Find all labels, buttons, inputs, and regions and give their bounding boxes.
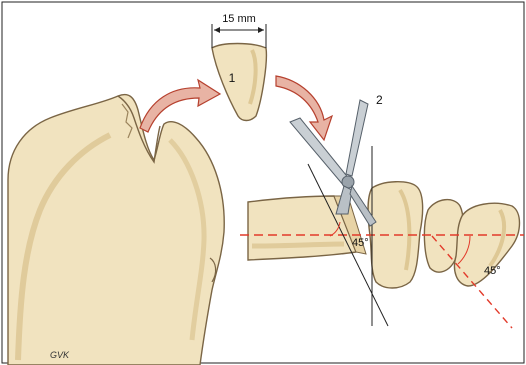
cut-angle-label: 45°	[352, 237, 369, 249]
dimension-label: 15 mm	[222, 13, 256, 25]
instrument-label: 2	[376, 93, 383, 107]
dimension-marker: 15 mm	[212, 13, 266, 48]
dimension-arrow-right	[258, 27, 264, 33]
bone-wedge	[212, 44, 266, 121]
wedge-label: 1	[229, 71, 236, 85]
illustrator-signature: GVK	[50, 350, 70, 360]
dimension-arrow-left	[214, 27, 220, 33]
large-bone	[8, 95, 224, 365]
shaft-shade	[252, 244, 344, 246]
wedge-body	[212, 44, 266, 121]
instrument-shaft	[346, 100, 368, 176]
distal-angle-label: 45°	[484, 265, 501, 277]
